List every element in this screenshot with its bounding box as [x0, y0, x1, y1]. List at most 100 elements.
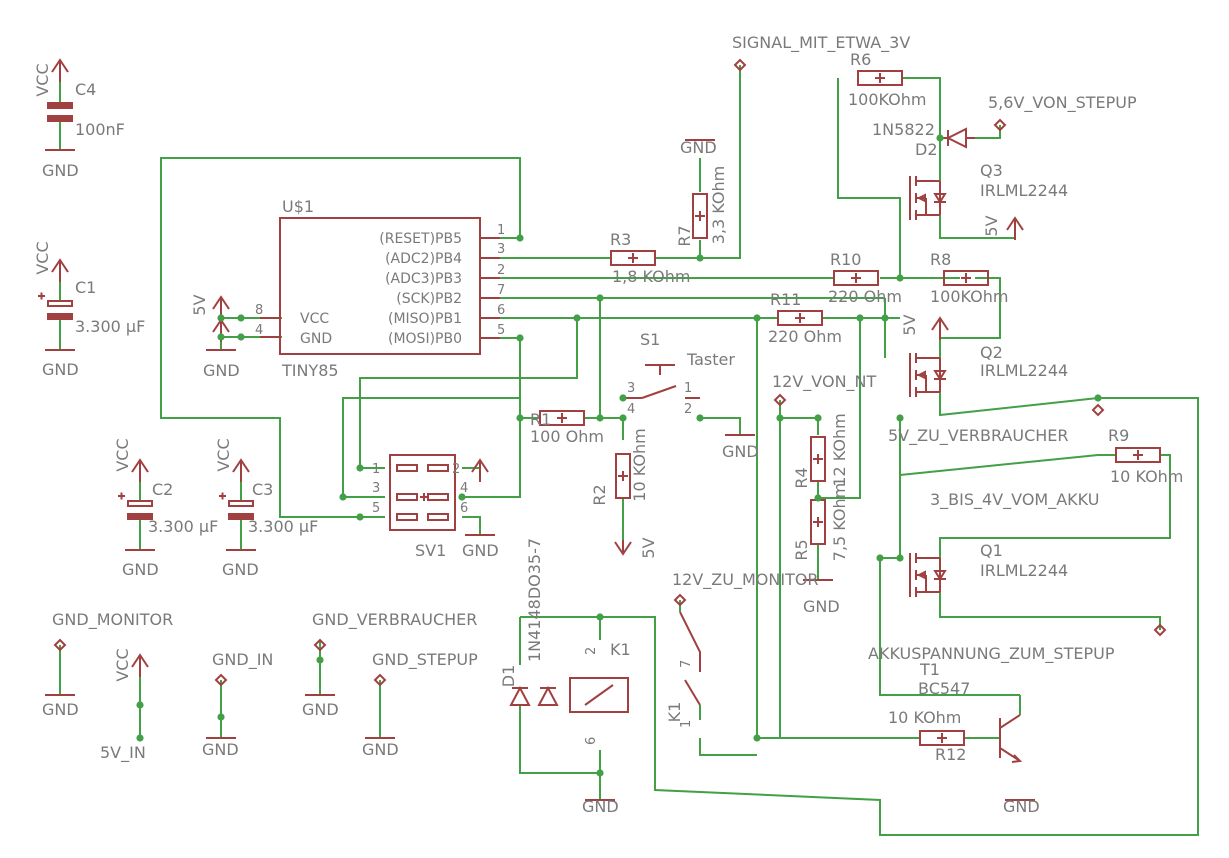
- cap-plate-top: [47, 102, 73, 109]
- t1-ref: T1: [919, 660, 940, 679]
- cap-plus: [219, 492, 226, 500]
- ic-pin-label: (ADC3)PB3: [385, 271, 462, 287]
- junction-dot: [896, 414, 904, 422]
- sv1-pin-left: [396, 513, 418, 521]
- c4-ref: C4: [75, 80, 96, 99]
- r7-ref: R7: [675, 225, 694, 246]
- vcc-arrow: [931, 316, 949, 340]
- gnd-label: GND: [582, 797, 619, 816]
- r12-body: [919, 730, 965, 746]
- signal-label: 5V_IN: [100, 743, 146, 763]
- t1-symbol: [999, 714, 1023, 763]
- pin-number: 5: [497, 323, 505, 338]
- r1-body: [539, 410, 585, 426]
- net-pin: [673, 593, 687, 607]
- junction-dot: [596, 769, 604, 777]
- junction-dot: [356, 464, 364, 472]
- r11-body: [777, 310, 823, 326]
- gnd-label: GND: [680, 138, 717, 157]
- r11-ref: R11: [770, 290, 801, 309]
- junction-dot: [217, 713, 225, 721]
- 5v-arrow-down: [614, 540, 632, 556]
- pin-number: 7: [679, 660, 694, 668]
- r5-ref: R5: [792, 539, 811, 560]
- r1-value: 100 Ohm: [530, 427, 604, 446]
- net-pin: [1153, 623, 1167, 637]
- junction-dot: [881, 314, 889, 322]
- q3-body-diode: [933, 181, 947, 215]
- r10-body: [833, 270, 879, 286]
- d1-symbol: [509, 685, 531, 706]
- r9-body: [1115, 447, 1161, 463]
- pin-number: 3: [372, 481, 380, 496]
- gnd-label: GND: [722, 442, 759, 461]
- wire: [462, 516, 481, 535]
- junction-dot: [136, 701, 144, 709]
- wire: [700, 417, 741, 435]
- r8-body: [943, 270, 989, 286]
- q2-arrow: [916, 370, 926, 380]
- junction-dot: [619, 414, 627, 422]
- r12-value: 10 KOhm: [888, 708, 961, 727]
- signal-label: 3_BIS_4V_VOM_AKKU: [930, 490, 1099, 510]
- junction-dot: [814, 494, 822, 502]
- sv1-pin-right: [427, 464, 449, 472]
- resistor-plus: [961, 273, 971, 283]
- gnd-label: GND: [42, 700, 79, 719]
- gnd-label: GND: [803, 597, 840, 616]
- vcc-label: VCC: [113, 438, 132, 471]
- 5v-label: 5V: [639, 537, 658, 558]
- junction-dot: [896, 274, 904, 282]
- gnd-label: GND: [203, 361, 240, 380]
- vcc-arrow: [232, 458, 250, 482]
- pin-number: 1: [679, 720, 694, 728]
- junction-dot: [876, 554, 884, 562]
- d1-value: 1N4148DO35-7: [525, 538, 544, 662]
- ic-pin-label: (MOSI)PB0: [388, 331, 462, 347]
- cap-plate-bottom: [127, 513, 153, 520]
- r7-value: 3,3 KOhm: [709, 166, 728, 244]
- net-pin: [773, 393, 787, 407]
- vcc-label: VCC: [33, 63, 52, 96]
- r6-body: [857, 70, 903, 86]
- junction-dot: [856, 314, 864, 322]
- tiny85-body: [279, 217, 481, 355]
- r12-ref: R12: [935, 745, 966, 764]
- r6-value: 100KOhm: [848, 90, 926, 109]
- resistor-plus: [628, 253, 638, 263]
- junction-dot: [596, 414, 604, 422]
- relay-coil: [569, 677, 629, 713]
- junction-dot: [356, 513, 364, 521]
- resistor-plus: [795, 313, 805, 323]
- junction-dot: [696, 414, 704, 422]
- wire: [939, 454, 1171, 558]
- pin-number: 8: [255, 303, 263, 318]
- ic-pin-label: GND: [300, 331, 332, 347]
- c1-ref: C1: [75, 278, 96, 297]
- q1-value: IRLML2244: [980, 561, 1068, 580]
- q2-ref: Q2: [980, 343, 1003, 362]
- wire: [519, 705, 601, 800]
- junction-dot: [596, 613, 604, 621]
- r9-value: 10 KOhm: [1110, 467, 1183, 486]
- wire: [656, 65, 741, 259]
- 5v-label: 5V: [982, 215, 1001, 236]
- junction-dot: [936, 134, 944, 142]
- signal-label: SIGNAL_MIT_ETWA_3V: [732, 33, 910, 53]
- junction-dot: [516, 334, 524, 342]
- signal-label: GND_IN: [212, 650, 273, 670]
- ic-ref: U$1: [282, 197, 314, 216]
- gnd-label: GND: [302, 700, 339, 719]
- r3-value: 1,8 KOhm: [612, 267, 690, 286]
- pin-number: 2: [452, 462, 460, 477]
- junction-dot: [753, 314, 761, 322]
- junction-dot: [696, 254, 704, 262]
- signal-label: AKKUSPANNUNG_ZUM_STEPUP: [868, 644, 1115, 664]
- ic-name: TINY85: [281, 361, 339, 380]
- s1-value: Taster: [686, 350, 735, 369]
- vcc-label: VCC: [214, 438, 233, 471]
- relay-ref: K1: [610, 640, 631, 659]
- net-pin: [53, 638, 67, 652]
- vcc-arrow: [471, 458, 489, 482]
